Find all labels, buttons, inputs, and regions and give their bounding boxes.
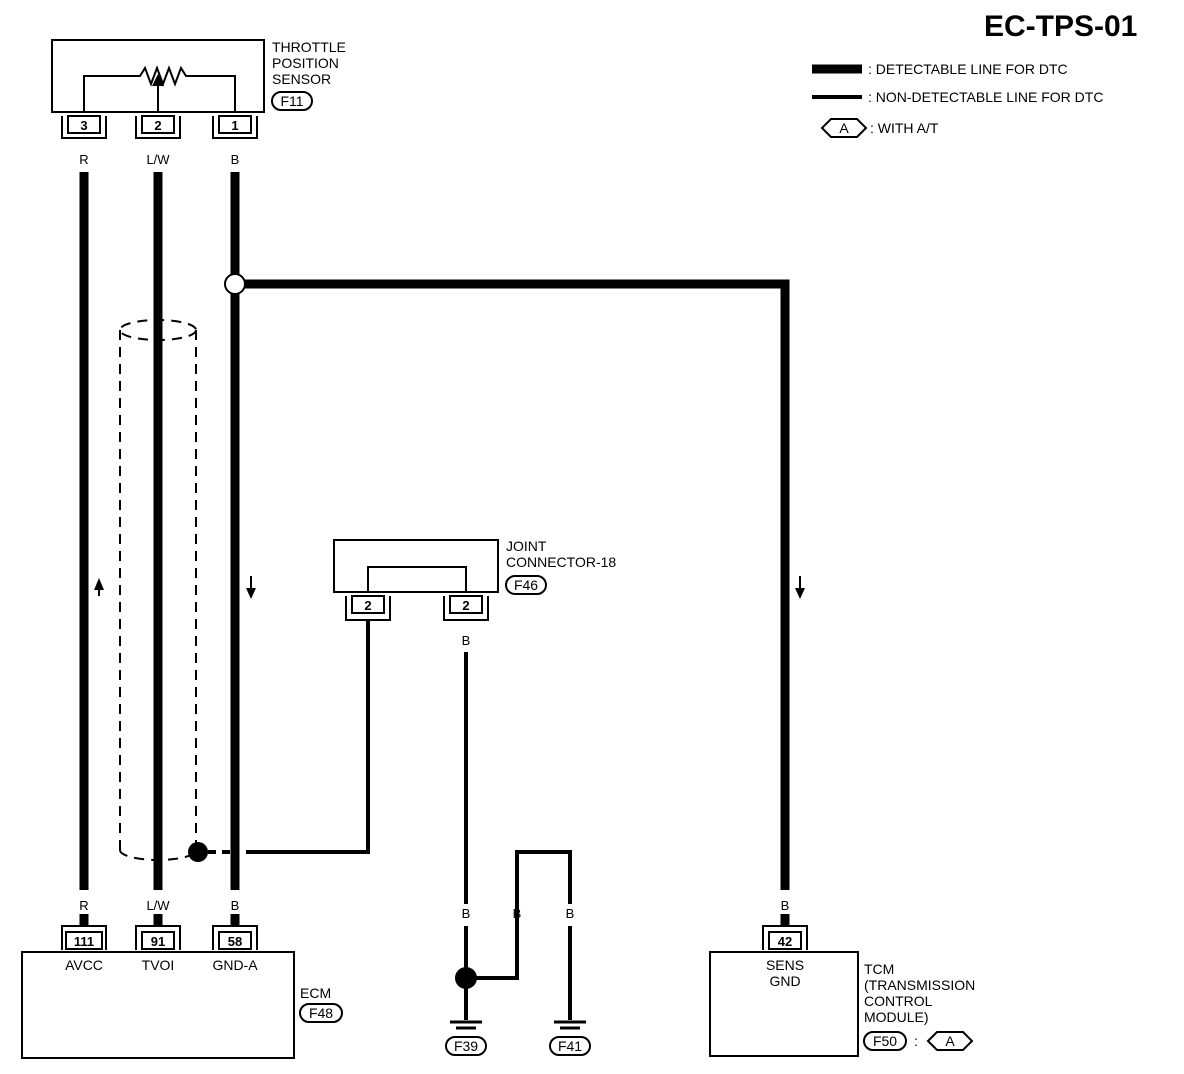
ecm-terminal-gnd-a: GND-A — [212, 957, 258, 973]
legend-non-detectable-text: : NON-DETECTABLE LINE FOR DTC — [868, 89, 1103, 105]
shield-ground-splice — [188, 842, 208, 862]
tcm-label-line4: MODULE) — [864, 1009, 929, 1025]
tcm: 42 SENS GND TCM (TRANSMISSION CONTROL MO… — [709, 925, 975, 1057]
legend-option-symbol-shape — [820, 118, 868, 138]
joint-internal-link — [367, 566, 467, 593]
diagram-title: EC-TPS-01 — [984, 10, 1137, 43]
ecm: 111 91 58 AVCC TVOI GND-A ECM F48 — [21, 925, 343, 1059]
ecm-pin-91-label: 91 — [151, 934, 165, 949]
tps-wire-color-lw: L/W — [146, 152, 170, 167]
tcm-colon: : — [914, 1033, 918, 1049]
tps-label-line1: THROTTLE — [272, 39, 346, 55]
tps-pin-2-label: 2 — [154, 118, 161, 133]
arrow-down-icon — [246, 588, 256, 599]
tcm-option-symbol-shape — [926, 1031, 974, 1051]
tps-pin-frame — [135, 116, 181, 139]
ground-f41-id: F41 — [558, 1038, 582, 1054]
joint-label-line2: CONNECTOR-18 — [506, 554, 616, 570]
ecm-wire-color-b: B — [231, 898, 240, 913]
tps-label-line2: POSITION — [272, 55, 339, 71]
tcm-box — [709, 951, 859, 1057]
legend-option-text: : WITH A/T — [870, 120, 939, 136]
ground-splice — [455, 967, 477, 989]
shield-icon — [119, 319, 197, 861]
tps-pin-2 — [141, 115, 175, 134]
ecm-pin-111-label: 111 — [74, 934, 94, 949]
ground-wire-color-1: B — [462, 906, 471, 921]
tcm-pin-42 — [768, 931, 802, 950]
tps-wire-color-b: B — [231, 152, 240, 167]
throttle-position-sensor: THROTTLE POSITION SENSOR F11 — [51, 39, 346, 113]
ecm-terminal-tvoi: TVOI — [142, 957, 175, 973]
ecm-label: ECM — [300, 985, 331, 1001]
tps-pin-1 — [218, 115, 252, 134]
ecm-pin-58-label: 58 — [228, 934, 242, 949]
tcm-wire-color-b: B — [781, 898, 790, 913]
joint-pin-frame — [443, 596, 489, 621]
tcm-pin-frame — [762, 925, 808, 950]
joint-label-line1: JOINT — [506, 538, 547, 554]
joint-pin-left-label: 2 — [364, 598, 371, 613]
ecm-connector-badge — [299, 1003, 343, 1023]
ecm-pin-frame — [212, 925, 258, 950]
tcm-label-line1: TCM — [864, 961, 894, 977]
joint-connector-18: JOINT CONNECTOR-18 F46 2 2 — [333, 538, 616, 621]
ecm-pin-frame — [135, 925, 181, 950]
joint-pin-frame — [345, 596, 391, 621]
tps-wire-color-r: R — [79, 152, 88, 167]
tps-label-line3: SENSOR — [272, 71, 331, 87]
tcm-terminal-line1: SENS — [766, 957, 804, 973]
wire-ground-bridge — [476, 850, 572, 980]
wiper-arrow-icon — [152, 74, 164, 86]
ecm-pin-58 — [218, 931, 252, 950]
tcm-connector-badge — [863, 1031, 907, 1051]
tps-pin-frame — [212, 116, 258, 139]
ground-f39: F39 — [445, 1020, 487, 1056]
ground-wire-color-3: B — [566, 906, 575, 921]
ecm-wire-color-r: R — [79, 898, 88, 913]
tcm-label-line2: (TRANSMISSION — [864, 977, 975, 993]
tps-pin-3-label: 3 — [80, 118, 87, 133]
shield-drain-wire — [246, 620, 370, 854]
legend: : DETECTABLE LINE FOR DTC : NON-DETECTAB… — [812, 61, 1103, 138]
tps-pins: 3 2 1 — [61, 115, 258, 139]
ecm-wire-color-lw: L/W — [146, 898, 170, 913]
legend-option-symbol: A — [839, 120, 849, 136]
ground-f41: F41 — [549, 1020, 591, 1056]
tps-pin-3 — [67, 115, 101, 134]
tcm-option-symbol: A — [945, 1033, 955, 1049]
tcm-label-line3: CONTROL — [864, 993, 933, 1009]
wire-b-tcm-sens-gnd — [245, 279, 790, 890]
tps-connector-badge — [271, 91, 313, 111]
tcm-connector-id: F50 — [873, 1033, 897, 1049]
joint-connector-id: F46 — [514, 577, 538, 593]
joint-connector-badge — [505, 575, 547, 595]
ecm-pin-frame — [61, 925, 107, 950]
tps-connector-id: F11 — [280, 93, 303, 109]
ecm-box — [21, 951, 295, 1059]
splice-open — [224, 273, 246, 295]
ground-f39-id: F39 — [454, 1038, 478, 1054]
ground-f41-badge — [549, 1036, 591, 1056]
tcm-pin-42-label: 42 — [778, 934, 792, 949]
joint-pin-right — [449, 595, 483, 614]
joint-pin-right-label: 2 — [462, 598, 469, 613]
ecm-pin-111 — [65, 931, 103, 950]
arrow-down-icon — [795, 588, 805, 599]
tps-pin-frame — [61, 116, 107, 139]
legend-detectable-text: : DETECTABLE LINE FOR DTC — [868, 61, 1068, 77]
ecm-connector-id: F48 — [309, 1005, 333, 1021]
tps-pin-1-label: 1 — [231, 118, 238, 133]
ecm-terminal-avcc: AVCC — [65, 957, 103, 973]
joint-pin-left — [351, 595, 385, 614]
tcm-terminal-line2: GND — [769, 973, 800, 989]
ground-f39-badge — [445, 1036, 487, 1056]
ecm-pin-91 — [141, 931, 175, 950]
joint-wire-color-b: B — [462, 633, 471, 648]
